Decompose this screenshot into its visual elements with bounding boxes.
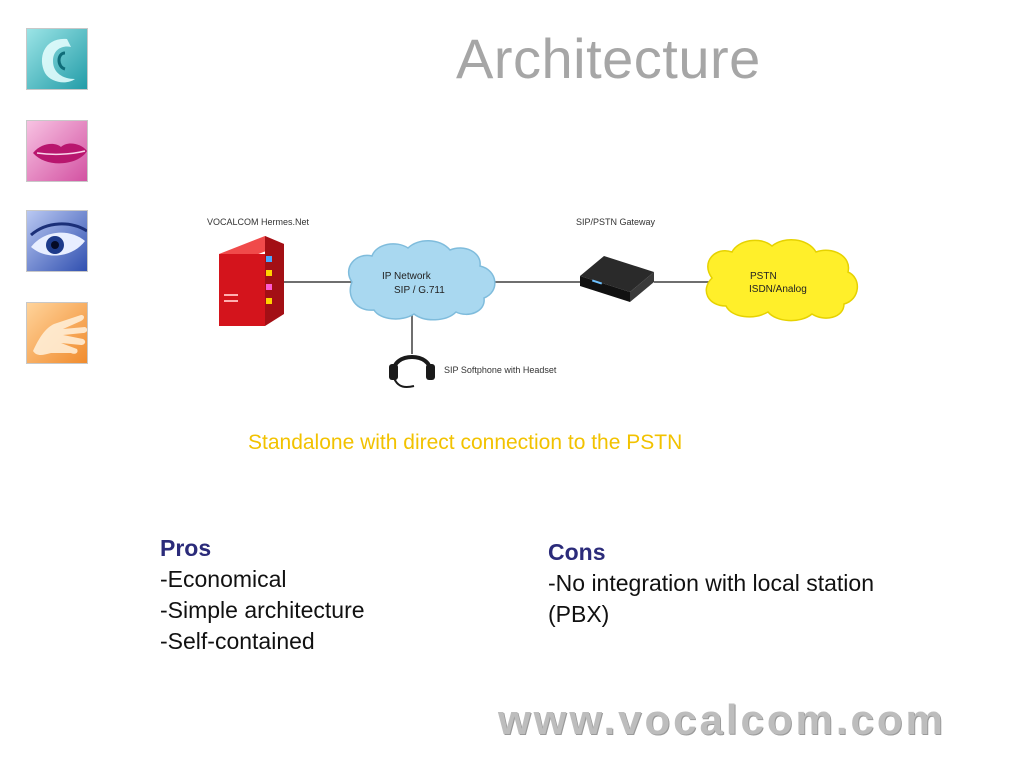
website-url: www.vocalcom.com <box>498 696 946 743</box>
gateway-label: SIP/PSTN Gateway <box>576 217 656 227</box>
pstn-type-label: ISDN/Analog <box>749 284 807 295</box>
softphone-label: SIP Softphone with Headset <box>444 365 557 375</box>
eye-image <box>26 210 88 272</box>
cons-section: Cons -No integration with local station … <box>548 537 878 630</box>
cons-heading: Cons <box>548 539 606 565</box>
pstn-label: PSTN <box>750 271 777 282</box>
pros-heading: Pros <box>160 535 212 561</box>
ip-network-label: IP Network <box>382 271 432 282</box>
hand-image <box>26 302 88 364</box>
ip-network-protocol-label: SIP / G.711 <box>394 285 445 296</box>
pstn-cloud <box>705 239 858 322</box>
server-label: VOCALCOM Hermes.Net <box>207 217 310 227</box>
pros-section: Pros -Economical -Simple architecture -S… <box>160 533 490 657</box>
diagram-caption: Standalone with direct connection to the… <box>248 431 683 454</box>
cons-item: -No integration with local station (PBX) <box>548 570 874 627</box>
ip-network-cloud <box>347 240 496 321</box>
ear-image <box>26 28 88 90</box>
lips-image <box>26 120 88 182</box>
page-title: Architecture <box>456 27 761 90</box>
gateway-icon <box>580 256 654 302</box>
pros-item: -Simple architecture <box>160 597 365 623</box>
headset-icon <box>389 355 435 388</box>
pros-item: -Economical <box>160 566 287 592</box>
architecture-diagram: VOCALCOM Hermes.Net IP Network SIP / G.7… <box>207 217 858 388</box>
pros-item: -Self-contained <box>160 628 315 654</box>
server-icon <box>219 236 284 326</box>
